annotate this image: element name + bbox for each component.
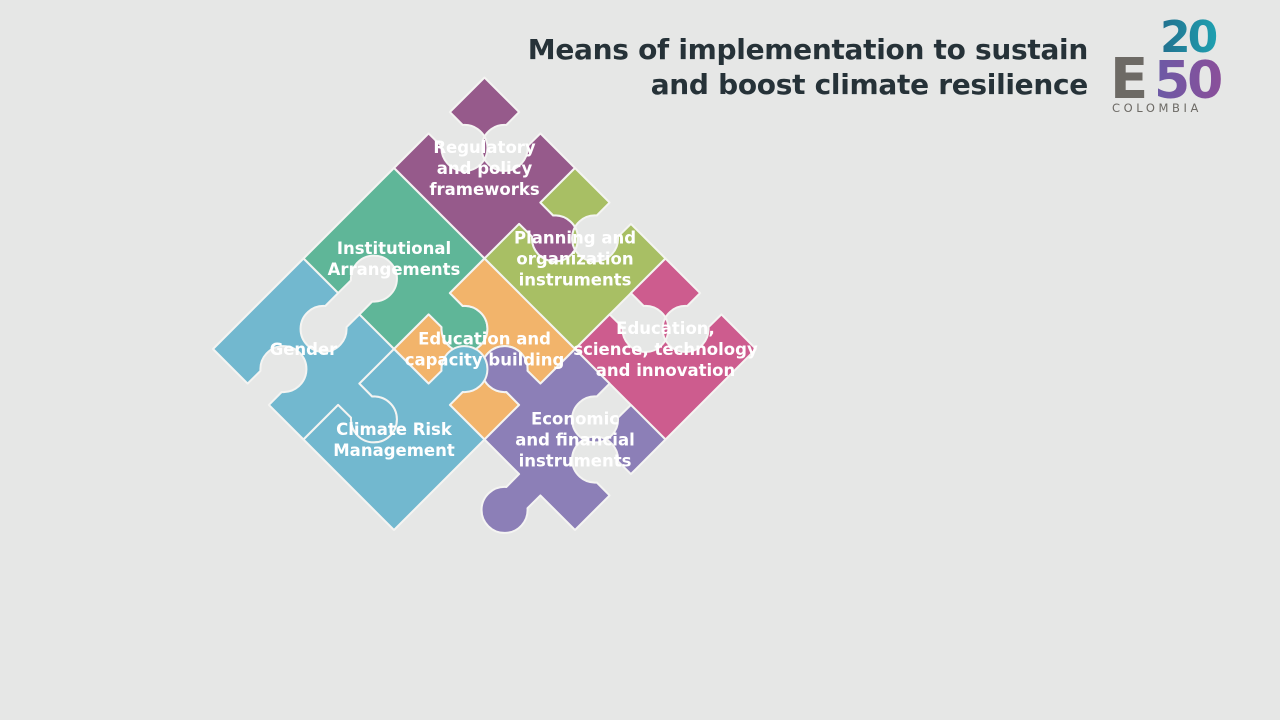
logo-letter: E (1110, 47, 1148, 112)
puzzle-label-line: science, technology (573, 340, 758, 359)
puzzle-label-regulatory: Regulatory and policy frameworks (429, 138, 540, 199)
puzzle-label-line: instruments (519, 271, 632, 290)
puzzle-label-education-capacity: Education and capacity building (405, 330, 565, 370)
logo-country: COLOMBIA (1112, 101, 1202, 115)
puzzle-label-line: Regulatory (433, 138, 536, 157)
puzzle-piece-climate-risk (302, 345, 489, 531)
puzzle-label-line: and innovation (596, 361, 735, 380)
puzzle-label-education-science: Education, science, technology and innovat… (573, 319, 758, 380)
puzzle-label-line: Education and (418, 330, 551, 349)
puzzle-label-economic: Economic and financial instruments (515, 410, 635, 471)
puzzle-label-line: frameworks (429, 180, 540, 199)
e2050-colombia-logo: 20 E 50 COLOMBIA (1110, 12, 1224, 115)
logo-number-top: 20 (1160, 12, 1217, 63)
puzzle-label-line: and policy (437, 159, 533, 178)
puzzle-label-gender: Gender (270, 340, 338, 359)
page-title: Means of implementation to sustain and b… (527, 32, 1089, 102)
page-title-line-1: Means of implementation to sustain (527, 33, 1089, 66)
puzzle-label-line: Arrangements (328, 260, 461, 279)
puzzle-label-planning: Planning and organization instruments (514, 229, 636, 290)
puzzle-label-line: Management (333, 441, 455, 460)
logo-number-bottom: 50 (1154, 51, 1221, 111)
puzzle-label-line: and financial (515, 431, 635, 450)
puzzle-label-line: Education, (616, 319, 715, 338)
puzzle-label-line: capacity building (405, 351, 565, 370)
puzzle-label-line: Economic (531, 410, 619, 429)
puzzle-label-line: Gender (270, 340, 338, 359)
puzzle-label-line: organization (516, 250, 633, 269)
puzzle-label-line: Climate Risk (336, 420, 453, 439)
page-title-line-2: and boost climate resilience (650, 68, 1089, 101)
puzzle-label-line: instruments (519, 452, 632, 471)
puzzle-label-line: Planning and (514, 229, 636, 248)
puzzle-label-line: Institutional (337, 239, 451, 258)
